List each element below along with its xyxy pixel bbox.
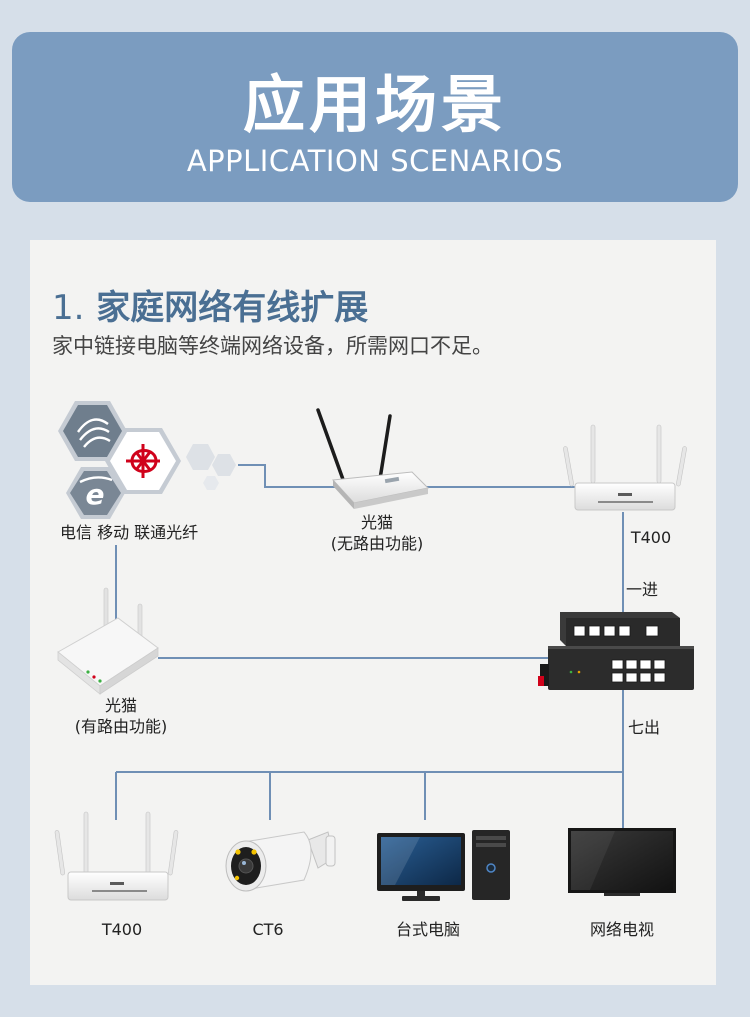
uplink-label: 一进 [626,580,659,599]
device-label-router: T400 [101,920,143,939]
switch-icon [538,612,694,690]
modem-top-label: 光猫 [360,513,393,532]
svg-text:e: e [86,478,105,511]
section-description: 家中链接电脑等终端网络设备，所需网口不足。 [52,334,493,358]
section-title: 1. 家庭网络有线扩展 [52,280,368,329]
section-title-text: 家庭网络有线扩展 [96,288,369,328]
desktop-pc-icon [377,830,510,901]
page-title: 应用场景 [242,68,507,141]
switch-top-ports [573,625,659,637]
china-telecom-icon: e [79,476,113,511]
modem-left-label: 光猫 [104,696,137,715]
china-unicom-icon [126,444,160,478]
router-top-icon [563,424,687,511]
router-bottom-icon [54,811,179,901]
camera-icon [225,831,336,892]
connection-lines [115,464,624,828]
modem-left-icon [57,587,159,695]
router-top-label: T400 [630,528,672,547]
isp-logos: e [58,401,236,519]
device-label-tv: 网络电视 [589,920,654,939]
section-number: 1. [52,288,85,328]
switch-bottom-ports [611,659,666,683]
china-mobile-icon [77,418,111,448]
modem-top-note: (无路由功能) [330,534,424,553]
modem-top-icon [316,408,430,509]
device-label-pc: 台式电脑 [395,920,460,939]
device-label-camera: CT6 [252,920,284,939]
page-subtitle: APPLICATION SCENARIOS [186,144,564,178]
isp-label: 电信 移动 联通光纤 [60,523,199,542]
tv-icon [568,828,676,896]
header-banner: 应用场景 APPLICATION SCENARIOS [12,32,738,202]
line-isp-to-modem [238,464,345,488]
downlink-label: 七出 [628,718,661,737]
modem-left-note: (有路由功能) [74,717,168,736]
